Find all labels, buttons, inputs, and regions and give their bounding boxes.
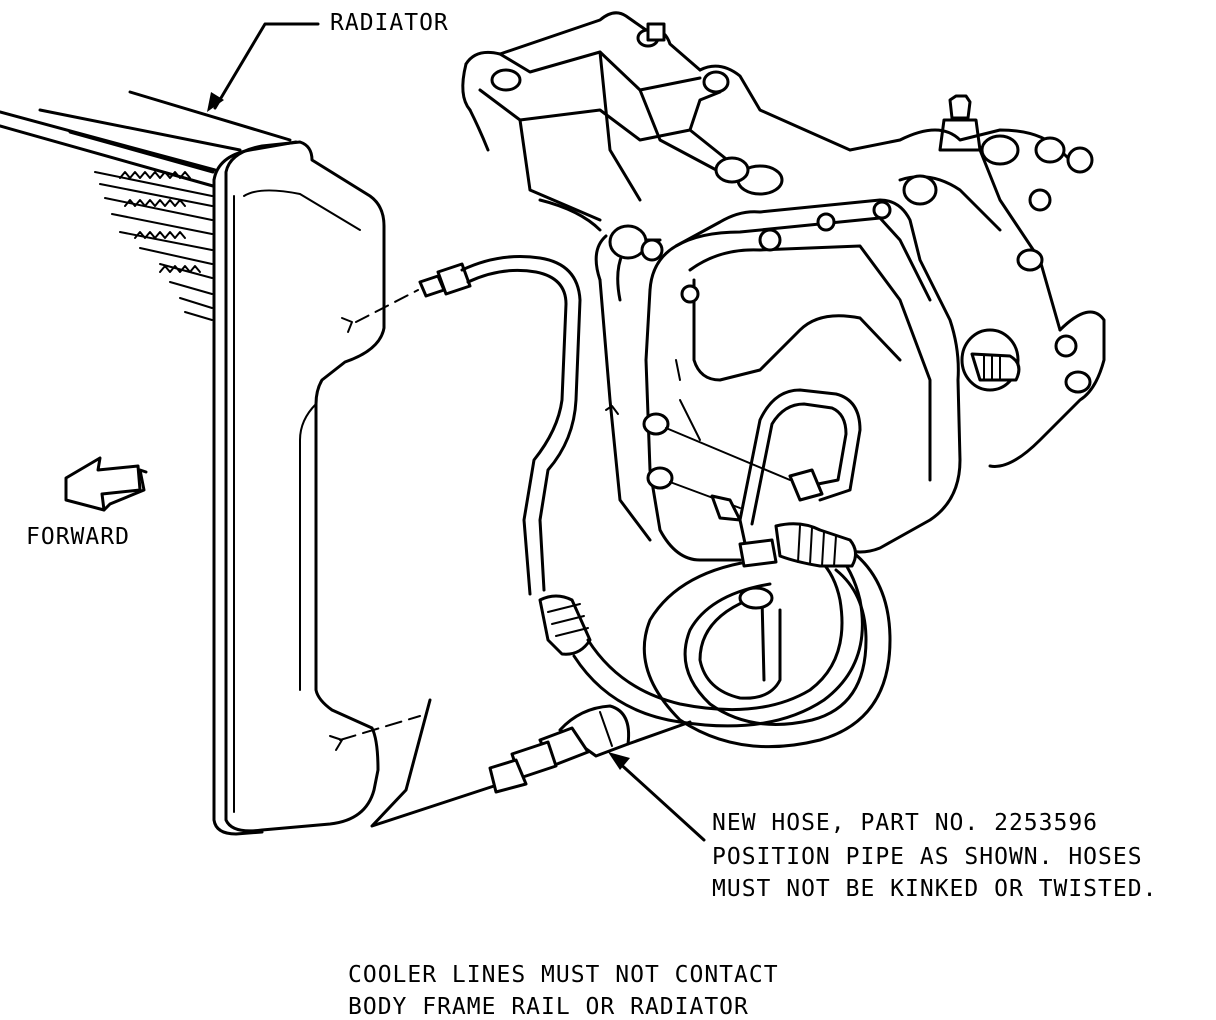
cooler-note-line2: BODY FRAME RAIL OR RADIATOR (348, 994, 749, 1020)
cooler-lines-note: COOLER LINES MUST NOT CONTACT BODY FRAME… (348, 962, 779, 1020)
radiator-core (0, 90, 292, 321)
hose-loop (642, 548, 892, 749)
transmission-housing (461, 11, 1106, 562)
new-hose-note-line2: POSITION PIPE AS SHOWN. HOSES (712, 844, 1143, 870)
radiator-upper-fitting (341, 317, 353, 333)
radiator-tank (224, 140, 386, 833)
forward-indicator: FORWARD (26, 456, 148, 550)
radiator-label: RADIATOR (330, 10, 449, 36)
new-hose-note-line3: MUST NOT BE KINKED OR TWISTED. (712, 876, 1157, 902)
lower-hose-connector (774, 522, 857, 568)
lower-cooler-fitting (339, 698, 692, 828)
radiator (0, 90, 386, 836)
new-hose-note-line1: NEW HOSE, PART NO. 2253596 (712, 810, 1098, 836)
forward-arrow-icon (64, 456, 142, 512)
upper-cooler-pipe (355, 255, 864, 728)
radiator-tank-edge (212, 178, 264, 836)
new-hose-leader-line (614, 758, 706, 842)
transmission-lower-port (646, 466, 674, 490)
transmission-upper-port (642, 412, 670, 436)
cooler-note-line1: COOLER LINES MUST NOT CONTACT (348, 962, 779, 988)
radiator-callout: RADIATOR (207, 10, 449, 112)
return-pipe-nut (788, 468, 824, 502)
radiator-leader-arrowhead (207, 92, 224, 112)
radiator-leader-line (213, 22, 320, 110)
forward-label: FORWARD (26, 524, 130, 550)
return-pipe (710, 388, 862, 568)
upper-hose-connector (538, 594, 592, 656)
new-hose-leader-arrowhead (608, 752, 630, 770)
new-hose-callout: NEW HOSE, PART NO. 2253596 POSITION PIPE… (608, 752, 1157, 902)
pipe-hose-junction (738, 538, 778, 568)
